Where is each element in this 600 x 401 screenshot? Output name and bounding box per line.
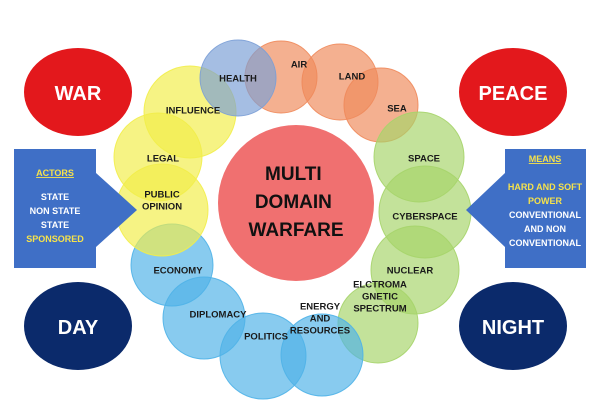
center-title: MULTI DOMAIN WARFARE <box>249 164 344 241</box>
domain-circles <box>113 39 472 400</box>
domain-label-space: SPACE <box>408 154 440 165</box>
center-circle <box>218 125 374 281</box>
domain-label-line: SPACE <box>408 154 440 165</box>
domain-label-line: NUCLEAR <box>387 266 434 277</box>
domain-label-cyberspace: CYBERSPACE <box>392 212 457 223</box>
center-title-line-1: MULTI <box>265 164 322 185</box>
domain-label-line: LEGAL <box>147 154 179 165</box>
war-oval: WAR <box>24 48 132 136</box>
war-label: WAR <box>55 83 102 105</box>
means-line-1: HARD AND SOFT <box>508 182 583 192</box>
peace-oval: PEACE <box>459 48 567 136</box>
domain-label-line: AND <box>310 314 331 325</box>
night-oval: NIGHT <box>459 282 567 370</box>
peace-label: PEACE <box>479 83 548 105</box>
means-heading: MEANS <box>529 154 562 164</box>
domain-label-line: HEALTH <box>219 74 257 85</box>
domain-label-line: DIPLOMACY <box>190 310 248 321</box>
domain-label-health: HEALTH <box>219 74 257 85</box>
domain-labels: AIR LAND SEA SPACE CYBERSPACE NUCLEAR ELCTROMA… <box>142 60 458 343</box>
actors-heading: ACTORS <box>36 168 74 178</box>
domain-label-line: SEA <box>387 104 407 115</box>
day-oval: DAY <box>24 282 132 370</box>
actors-line-4: SPONSORED <box>26 234 84 244</box>
center-title-line-3: WARFARE <box>249 220 344 241</box>
day-label: DAY <box>58 317 99 339</box>
actors-line-3: STATE <box>41 220 69 230</box>
domain-label-line: ENERGY <box>300 302 341 313</box>
domain-label-diplomacy: DIPLOMACY <box>190 310 248 321</box>
means-line-4: AND NON <box>524 224 566 234</box>
means-line-5: CONVENTIONAL <box>509 238 582 248</box>
means-line-3: CONVENTIONAL <box>509 210 582 220</box>
domain-label-line: INFLUENCE <box>166 106 220 117</box>
domain-label-line: GNETIC <box>362 292 398 303</box>
actors-box: ACTORS STATE NON STATE STATE SPONSORED <box>14 149 137 268</box>
means-line-2: POWER <box>528 196 563 206</box>
night-label: NIGHT <box>482 317 544 339</box>
means-arrow-shape <box>466 149 586 268</box>
domain-label-line: OPINION <box>142 202 182 213</box>
domain-label-line: CYBERSPACE <box>392 212 457 223</box>
domain-label-line: RESOURCES <box>290 326 350 337</box>
domain-label-line: LAND <box>339 72 366 83</box>
domain-label-line: ELCTROMA <box>353 280 407 291</box>
domain-label-land: LAND <box>339 72 366 83</box>
domain-label-air: AIR <box>291 60 308 71</box>
domain-label-line: PUBLIC <box>144 190 180 201</box>
actors-line-2: NON STATE <box>30 206 81 216</box>
actors-line-1: STATE <box>41 192 69 202</box>
domain-circle-health <box>199 39 277 117</box>
domain-label-influence: INFLUENCE <box>166 106 220 117</box>
domain-label-legal: LEGAL <box>147 154 179 165</box>
domain-label-politics: POLITICS <box>244 332 288 343</box>
domain-label-line: AIR <box>291 60 308 71</box>
domain-label-line: SPECTRUM <box>353 304 406 315</box>
means-box: MEANS HARD AND SOFT POWER CONVENTIONAL A… <box>466 149 586 268</box>
domain-label-nuclear: NUCLEAR <box>387 266 434 277</box>
actors-arrow-shape <box>14 149 137 268</box>
domain-label-sea: SEA <box>387 104 407 115</box>
domain-label-economy: ECONOMY <box>153 266 203 277</box>
domain-label-line: POLITICS <box>244 332 288 343</box>
center-title-line-2: DOMAIN <box>255 192 332 213</box>
domain-label-line: ECONOMY <box>153 266 203 277</box>
